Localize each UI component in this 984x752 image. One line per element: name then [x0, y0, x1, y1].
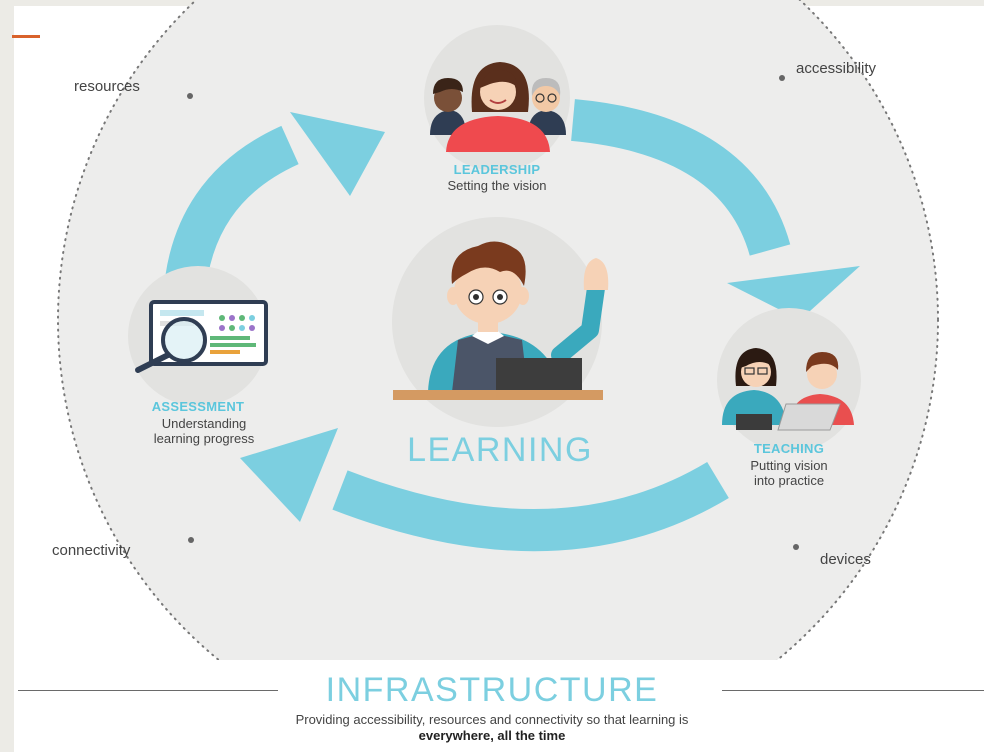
left-margin: [0, 0, 14, 752]
magnifier-report-icon: [135, 300, 268, 373]
leadership-node: LEADERSHIP Setting the vision: [424, 25, 570, 193]
label-connectivity: connectivity: [52, 542, 131, 559]
arrowhead-teaching: [727, 266, 860, 320]
learning-title: LEARNING: [407, 431, 593, 469]
infrastructure-caption-line1: Providing accessibility, resources and c…: [295, 712, 689, 727]
label-resources: resources: [74, 78, 140, 95]
marker-resources: [187, 93, 193, 99]
teaching-subtitle-line1: Putting vision: [750, 458, 827, 473]
student-laptop: [496, 358, 582, 392]
teaching-title: TEACHING: [754, 441, 824, 456]
learning-cycle-diagram: resources accessibility connectivity dev…: [52, 0, 939, 660]
label-devices: devices: [820, 551, 871, 568]
assessment-node: ASSESSMENT Understanding learning progre…: [128, 266, 268, 446]
teaching-node: TEACHING Putting vision into practice: [717, 308, 861, 488]
outer-dotted-ring: [57, 0, 939, 660]
leadership-people-icon: [430, 62, 566, 152]
infrastructure-caption: Providing accessibility, resources and c…: [0, 712, 984, 744]
infrastructure-heading: INFRASTRUCTURE: [0, 671, 984, 710]
teachers-icon: [722, 348, 854, 431]
infrastructure-rule-left: [18, 690, 278, 691]
assessment-subtitle-line2: learning progress: [154, 431, 255, 446]
infrastructure-title: INFRASTRUCTURE: [311, 671, 673, 709]
orange-accent-rule: [12, 35, 40, 38]
student-desk: [393, 390, 603, 400]
marker-connectivity: [188, 537, 194, 543]
teaching-subtitle-line2: into practice: [754, 473, 824, 488]
student-raising-hand-icon: [393, 241, 609, 400]
marker-accessibility: [779, 75, 785, 81]
infrastructure-caption-line2: everywhere, all the time: [418, 728, 566, 743]
arrowhead-leadership: [290, 112, 385, 196]
assessment-subtitle-line1: Understanding: [162, 416, 247, 431]
arrow-teaching-to-assessment: [332, 461, 729, 552]
infrastructure-rule-right: [722, 690, 984, 691]
label-accessibility: accessibility: [796, 60, 877, 77]
leadership-title: LEADERSHIP: [454, 162, 541, 177]
assessment-title: ASSESSMENT: [152, 399, 245, 414]
arrow-leadership-to-teaching: [570, 99, 791, 257]
marker-devices: [793, 544, 799, 550]
leadership-subtitle: Setting the vision: [447, 178, 546, 193]
arrowhead-assessment: [240, 428, 338, 522]
learning-center: LEARNING: [392, 217, 609, 469]
